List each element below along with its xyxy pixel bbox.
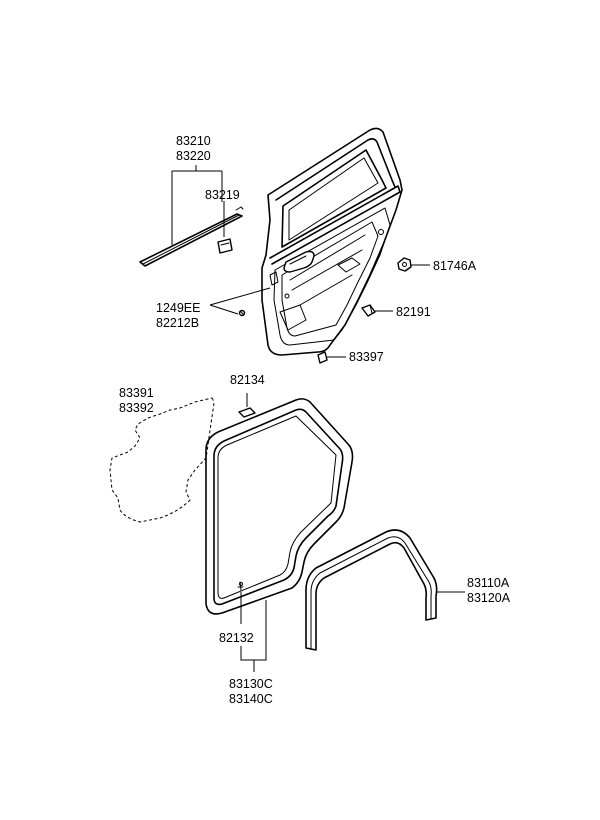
label-83391: 83391	[119, 386, 154, 400]
label-83110A: 83110A	[467, 576, 510, 590]
part-number-labels: 83210 83220 83219 81746A 1249EE 82212B 8…	[119, 134, 511, 706]
label-83397: 83397	[349, 350, 384, 364]
label-83130C: 83130C	[229, 677, 273, 691]
label-83120A: 83120A	[467, 591, 511, 605]
molding-clip[interactable]	[217, 238, 233, 254]
clip-82132[interactable]	[237, 581, 244, 591]
label-83140C: 83140C	[229, 692, 273, 706]
label-83219: 83219	[205, 188, 240, 202]
label-81746A: 81746A	[433, 259, 477, 273]
label-82191: 82191	[396, 305, 431, 319]
bumper-82191[interactable]	[361, 304, 376, 317]
waterproof-film[interactable]	[109, 397, 215, 523]
label-82212B: 82212B	[156, 316, 199, 330]
label-83210: 83210	[176, 134, 211, 148]
label-1249EE: 1249EE	[156, 301, 200, 315]
clip-82134[interactable]	[238, 407, 256, 418]
door-weatherstrip[interactable]	[205, 398, 354, 615]
label-82134: 82134	[230, 373, 265, 387]
leader-lines	[171, 165, 465, 672]
grommet-81746A[interactable]	[397, 257, 412, 272]
label-83392: 83392	[119, 401, 154, 415]
rear-door-shell[interactable]	[261, 127, 403, 356]
label-83220: 83220	[176, 149, 211, 163]
clip-83397[interactable]	[317, 351, 328, 364]
label-82132: 82132	[219, 631, 254, 645]
body-side-weatherstrip[interactable]	[305, 529, 438, 651]
belt-molding-strip[interactable]	[139, 206, 244, 267]
screw-1249EE[interactable]	[238, 309, 246, 317]
